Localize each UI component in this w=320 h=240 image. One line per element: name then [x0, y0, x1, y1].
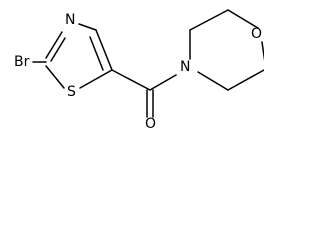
bond-c5-s1 — [79, 69, 113, 89]
thiazole-ring — [45, 23, 113, 89]
thiazole-sulfur-label: S — [67, 84, 76, 100]
morpholine-nitrogen-label: N — [180, 59, 190, 75]
bond-c5m-c6m — [227, 69, 264, 91]
bond-o-c5m — [261, 41, 264, 62]
morpholine-ring — [189, 9, 264, 91]
carbonyl-oxygen-label: O — [145, 116, 156, 132]
carbonyl-group — [111, 69, 177, 118]
bond-c3m-o — [227, 9, 259, 29]
thiazole-nitrogen-label: N — [65, 12, 75, 28]
bond-n3-c4 — [78, 23, 97, 31]
morpholine-oxygen-label: O — [251, 26, 262, 42]
bond-c2-n3-double-a — [45, 31, 63, 59]
bond-c6m-n — [197, 71, 229, 91]
bond-c4-c5-double-a — [95, 29, 113, 71]
bond-c4-c5-double-b — [89, 36, 104, 71]
bond-c2m-c3m — [189, 9, 229, 31]
bond-s1-c2 — [45, 65, 65, 89]
bond-carbonyl-n — [149, 74, 177, 91]
molecule-diagram: Br N S N O O — [14, 9, 264, 132]
bond-c2-n3-double-b — [50, 37, 66, 62]
bromine-label: Br — [14, 54, 30, 70]
bond-c5-carbonyl — [111, 69, 151, 91]
